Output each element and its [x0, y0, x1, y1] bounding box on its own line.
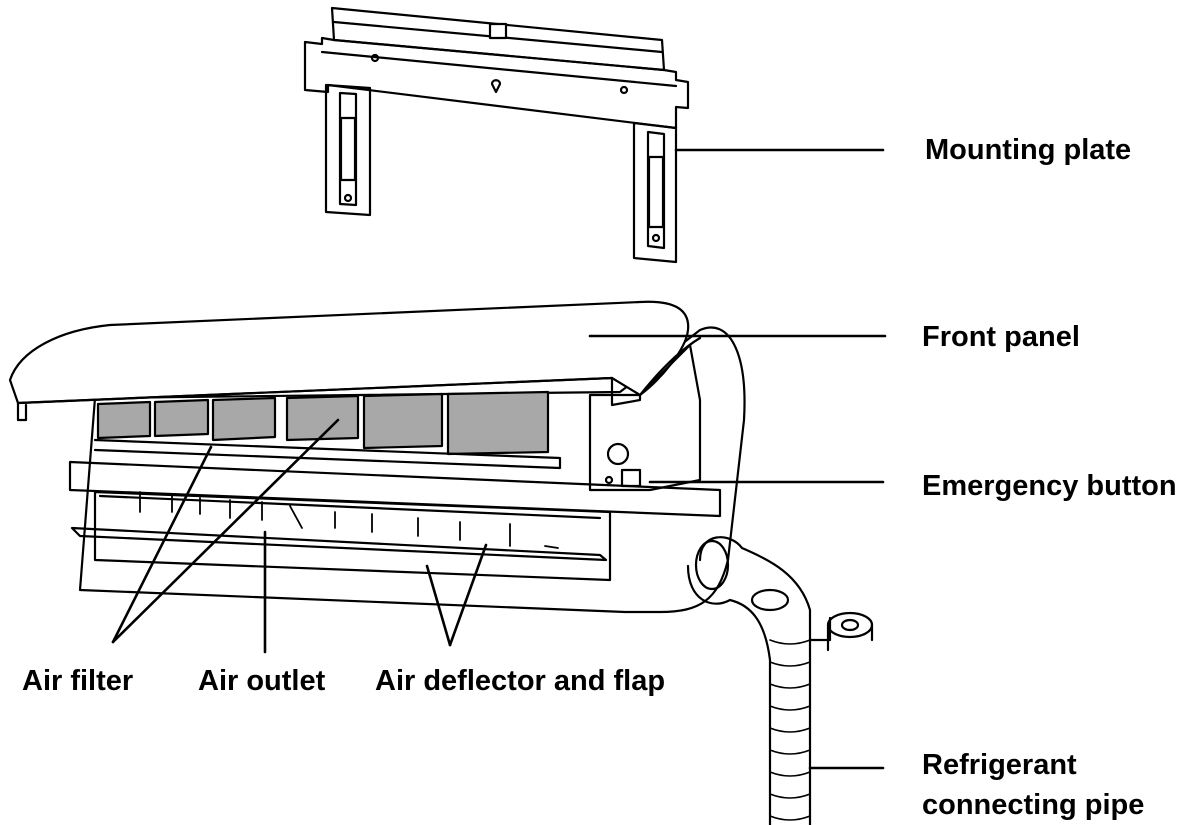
refrigerant-pipe-label-line2: connecting pipe — [922, 789, 1145, 821]
mounting-plate-drawing — [303, 6, 690, 264]
air-filter-label: Air filter — [22, 665, 134, 697]
air-deflector-label: Air deflector and flap — [375, 665, 666, 697]
refrigerant-pipe-drawing — [686, 536, 874, 825]
air-outlet-label: Air outlet — [198, 665, 326, 697]
mounting-plate-label: Mounting plate — [925, 134, 1132, 166]
refrigerant-pipe-label-line1: Refrigerant — [922, 749, 1077, 781]
indoor-unit-drawing — [8, 300, 746, 614]
leader-lines — [111, 148, 887, 770]
emergency-button-label: Emergency button — [922, 470, 1177, 502]
front-panel-label: Front panel — [922, 321, 1080, 353]
